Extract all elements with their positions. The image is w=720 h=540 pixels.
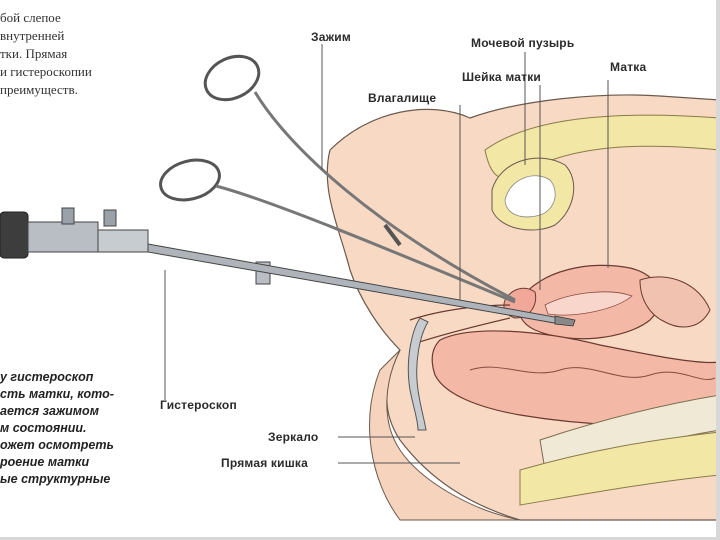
bottom-border <box>0 537 720 540</box>
hysteroscope-eyepiece <box>0 211 29 259</box>
right-border <box>716 0 720 540</box>
hysteroscope-valve-1 <box>61 207 75 225</box>
clamp-shaft-1 <box>253 91 516 302</box>
hysteroscope-tip <box>554 315 576 327</box>
top-text-line-1: бой слепое <box>0 10 61 25</box>
vagina <box>409 304 511 321</box>
spine-fat <box>519 431 720 506</box>
bottom-text-line-3: ается зажимом <box>0 404 99 418</box>
bottom-text-line-5: ожет осмотреть <box>0 438 114 452</box>
top-text-line-3: тки. Прямая <box>0 46 68 61</box>
bottom-text-line-4: м состоянии. <box>0 421 87 435</box>
clamp-ring-1 <box>203 54 261 102</box>
bottom-text-line-7: ые структурные <box>0 472 111 486</box>
label-speculum: Зеркало <box>268 430 319 444</box>
clamp-shaft-2 <box>215 184 516 304</box>
intestines <box>639 276 711 328</box>
clamp-lock <box>383 223 402 247</box>
uterus-cavity <box>544 291 633 316</box>
label-bladder: Мочевой пузырь <box>471 36 575 50</box>
label-vagina: Влагалище <box>368 91 437 105</box>
label-cervix: Шейка матки <box>462 70 541 84</box>
hysteroscope-body <box>27 221 99 253</box>
top-text-line-2: внутренней <box>0 28 65 43</box>
label-uterus: Матка <box>610 60 647 74</box>
label-hysteroscope: Гистероскоп <box>160 398 237 412</box>
rectum-folds <box>469 366 716 380</box>
bottom-text-line-2: сть матки, кото- <box>0 387 114 401</box>
label-rectum: Прямая кишка <box>221 456 308 470</box>
clamp-ring-2 <box>159 158 221 202</box>
top-text-line-5: преимуществ. <box>0 82 78 97</box>
bladder-lumen <box>504 175 556 218</box>
bottom-text-line-6: роение матки <box>0 455 90 469</box>
top-text-line-4: и гистероскопии <box>0 64 92 79</box>
hysteroscope-connector <box>97 229 149 253</box>
bottom-text-line-1: у гистероскоп <box>0 370 94 384</box>
label-clamp: Зажим <box>311 30 351 44</box>
speculum <box>407 317 429 431</box>
hysteroscope-valve-2 <box>103 209 117 227</box>
